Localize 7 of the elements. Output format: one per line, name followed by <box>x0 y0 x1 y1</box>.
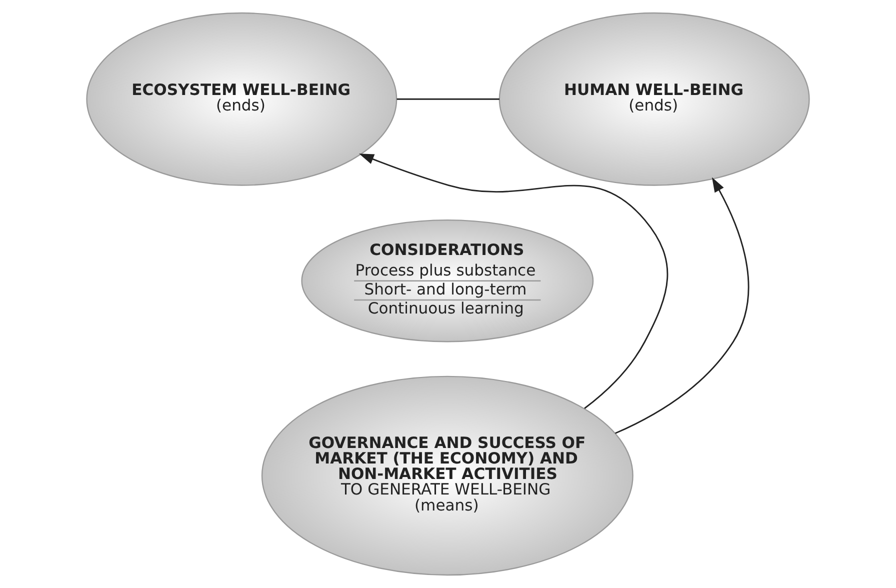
connector <box>396 98 500 100</box>
node-ellipse: CONSIDERATIONS Process plus substance Short- and long-term Continuous learning <box>301 219 594 342</box>
node-ellipse: ECOSYSTEM WELL-BEING (ends) <box>86 12 398 186</box>
node-ellipse: GOVERNANCE AND SUCCESS OF MARKET (THE ECONOMY) AND NON-MARKET ACTIVITIES TO GENERATE WELL-BEING (means) <box>261 376 634 576</box>
arrow <box>615 177 750 434</box>
arrow <box>359 154 668 409</box>
node-ellipse: HUMAN WELL-BEING (ends) <box>498 12 810 186</box>
